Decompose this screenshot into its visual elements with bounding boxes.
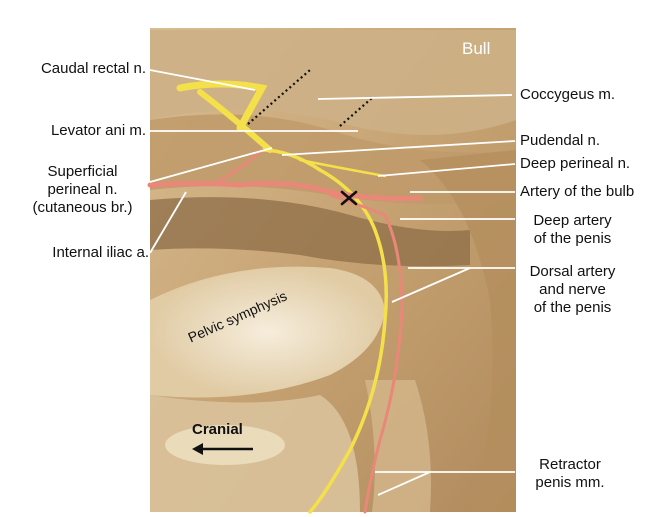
dorsal-artery bbox=[363, 213, 404, 514]
label-superficial-line3: (cutaneous br.) bbox=[32, 199, 133, 216]
label-species-bull: Bull bbox=[462, 39, 491, 58]
superficial-perineal-branch bbox=[213, 148, 264, 185]
leader-dorsal-2 bbox=[391, 267, 471, 303]
label-deep-perineal-n: Deep perineal n. bbox=[520, 155, 631, 172]
label-dorsal-line3: of the penis bbox=[533, 299, 612, 316]
label-superficial-line1: Superficial bbox=[47, 163, 118, 180]
leader-caudal-rectal bbox=[149, 69, 256, 91]
label-deep-artery-penis: Deep artery of the penis bbox=[515, 212, 630, 248]
label-retractor-penis: Retractor penis mm. bbox=[520, 456, 620, 492]
label-dorsal-line2: and nerve bbox=[539, 281, 606, 298]
deep-perineal-nerve bbox=[298, 158, 387, 178]
leader-internal-iliac bbox=[149, 191, 187, 254]
leader-superficial bbox=[149, 147, 273, 183]
label-pudendal-n: Pudendal n. bbox=[520, 132, 601, 149]
label-levator-ani-m: Levator ani m. bbox=[50, 122, 146, 139]
levator-region bbox=[150, 114, 516, 204]
coccygeus-muscle bbox=[150, 30, 516, 135]
label-deep-artery-line2: of the penis bbox=[533, 230, 612, 247]
leader-pudendal bbox=[281, 140, 516, 156]
pelvic-bone bbox=[150, 266, 385, 398]
ligation-mark-icon bbox=[340, 190, 358, 206]
label-cranial: Cranial bbox=[192, 421, 243, 438]
pudendal-nerve bbox=[260, 148, 388, 514]
label-dorsal-artery-nerve: Dorsal artery and nerve of the penis bbox=[515, 263, 630, 317]
leader-deep-perineal bbox=[377, 163, 516, 177]
dotted-line-2 bbox=[339, 97, 373, 127]
dotted-line-1 bbox=[247, 69, 311, 125]
leader-retractor-2 bbox=[377, 471, 431, 496]
cranial-arrowhead-icon bbox=[192, 443, 203, 455]
label-coccygeus-m: Coccygeus m. bbox=[520, 86, 616, 103]
label-superficial-line2: perineal n. bbox=[47, 181, 118, 198]
label-artery-of-bulb: Artery of the bulb bbox=[520, 183, 635, 200]
label-superficial-perineal: Superficial perineal n. (cutaneous br.) bbox=[10, 163, 155, 217]
label-caudal-rectal-n: Caudal rectal n. bbox=[40, 60, 146, 77]
label-deep-artery-line1: Deep artery bbox=[533, 212, 612, 229]
internal-pudendal-artery bbox=[147, 181, 423, 201]
label-dorsal-line1: Dorsal artery bbox=[529, 263, 616, 280]
pelvic-cavity-shadow bbox=[150, 197, 470, 267]
caudal-rectal-nerve bbox=[176, 80, 268, 132]
leader-coccygeus bbox=[317, 94, 513, 100]
right-muscle-column bbox=[420, 150, 516, 512]
label-internal-iliac-a: Internal iliac a. bbox=[52, 244, 149, 261]
label-retractor-line1: Retractor bbox=[539, 456, 601, 473]
lower-bone-highlight bbox=[165, 425, 285, 465]
artery-branch-bulb bbox=[328, 193, 387, 217]
label-retractor-line2: penis mm. bbox=[535, 474, 605, 491]
levator-nerve bbox=[197, 89, 273, 153]
